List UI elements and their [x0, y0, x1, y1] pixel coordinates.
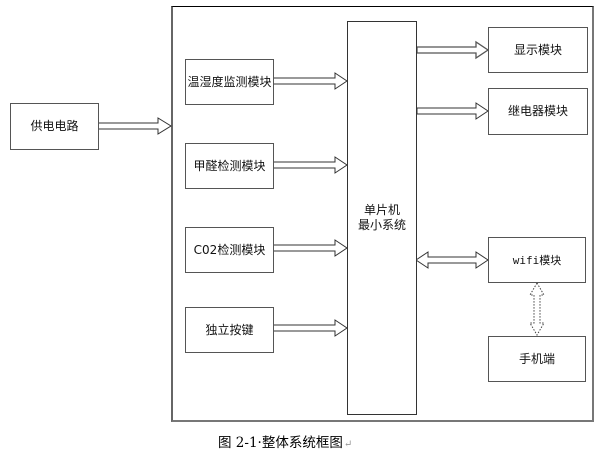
arrow-temp-humidity-to-mcu: [272, 72, 348, 90]
paragraph-mark-icon: ↵: [343, 439, 353, 450]
relay-label: 继电器模块: [507, 104, 568, 118]
arrow-mcu-to-display: [416, 40, 490, 60]
arrow-wifi-phone-dotted: [529, 282, 545, 336]
display-label: 显示模块: [513, 42, 562, 57]
co2-label: C02检测模块: [193, 242, 266, 257]
wifi-module-block: wifi模块: [488, 237, 586, 283]
display-module-block: 显示模块: [488, 27, 588, 73]
relay-module-block: 继电器模块: [488, 88, 588, 135]
mcu-label-line1: 单片机: [363, 203, 400, 217]
arrow-mcu-to-relay: [416, 102, 489, 120]
arrow-co2-to-mcu: [272, 239, 348, 257]
mcu-minimum-system-block: 单片机 最小系统: [347, 21, 417, 415]
arrow-keys-to-mcu: [272, 319, 348, 337]
co2-module-block: C02检测模块: [185, 227, 274, 273]
temp-humidity-module-block: 温湿度监测模块: [185, 59, 274, 105]
mcu-label-line2: 最小系统: [357, 218, 406, 232]
power-supply-label: 供电电路: [30, 119, 79, 133]
arrow-power-to-system: [97, 117, 172, 135]
keys-label: 独立按键: [205, 322, 254, 337]
system-boundary: [171, 6, 594, 422]
figure-caption-text: 图 2-1·整体系统框图: [218, 435, 343, 451]
figure-caption: 图 2-1·整体系统框图↵: [218, 431, 352, 451]
formaldehyde-module-block: 甲醛检测模块: [185, 143, 274, 189]
wifi-label: wifi模块: [512, 253, 562, 267]
phone-block: 手机端: [488, 336, 586, 382]
independent-keys-block: 独立按键: [185, 307, 274, 353]
power-supply-block: 供电电路: [10, 103, 99, 150]
phone-label: 手机端: [518, 351, 555, 366]
arrow-mcu-wifi-bidirectional: [415, 251, 489, 269]
arrow-formaldehyde-to-mcu: [272, 156, 348, 174]
formaldehyde-label: 甲醛检测模块: [193, 158, 266, 173]
temp-humidity-label: 温湿度监测模块: [187, 74, 272, 89]
